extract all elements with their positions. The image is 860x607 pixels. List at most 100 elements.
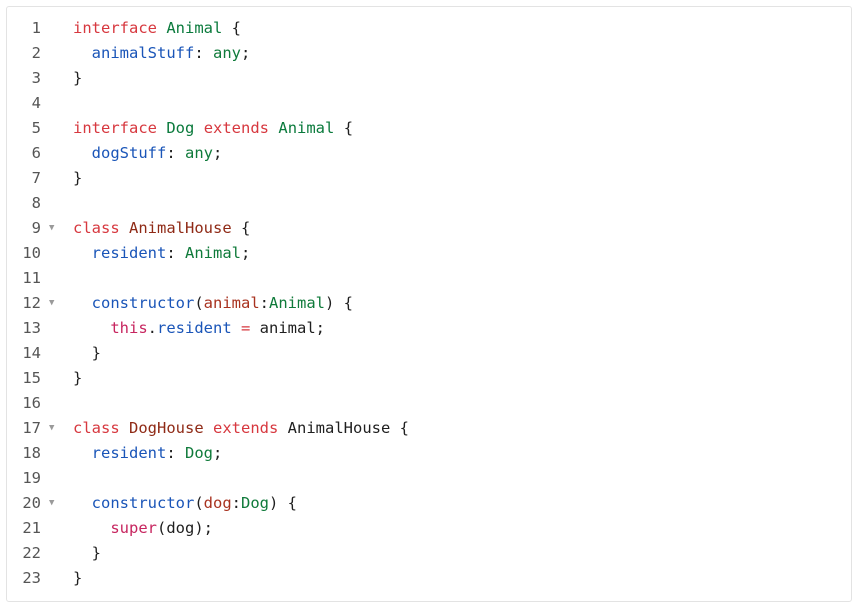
code-line[interactable]: 5 interface Dog extends Animal { xyxy=(7,116,851,141)
line-number: 4 xyxy=(31,94,41,112)
code-token: ; xyxy=(241,44,251,62)
code-line[interactable]: 11 xyxy=(7,266,851,291)
code-line[interactable]: 21 super(dog); xyxy=(7,516,851,541)
code-token: Animal xyxy=(278,119,335,137)
code-line[interactable]: 22 } xyxy=(7,541,851,566)
code-token: resident xyxy=(91,244,167,262)
code-token: (dog); xyxy=(157,519,213,537)
code-line[interactable]: 14 } xyxy=(7,341,851,366)
code-token: class xyxy=(73,219,120,237)
code-token: ; xyxy=(241,244,251,262)
code-token: ( xyxy=(194,294,204,312)
fold-arrow-icon[interactable]: ▼ xyxy=(49,498,55,508)
code-line[interactable]: 20▼ constructor(dog:Dog) { xyxy=(7,491,851,516)
code-token: } xyxy=(73,169,83,187)
line-number: 23 xyxy=(22,569,41,587)
code-text: constructor(animal:Animal) { xyxy=(73,291,353,316)
code-text: } xyxy=(73,541,101,566)
code-line[interactable]: 7} xyxy=(7,166,851,191)
line-number: 19 xyxy=(22,469,41,487)
code-token: DogHouse xyxy=(129,419,204,437)
code-token: } xyxy=(73,69,83,87)
code-line[interactable]: 4 xyxy=(7,91,851,116)
line-number: 22 xyxy=(22,544,41,562)
code-token: : xyxy=(194,44,213,62)
fold-arrow-icon[interactable]: ▼ xyxy=(49,223,55,233)
code-token: : xyxy=(166,444,185,462)
code-text: interface Dog extends Animal { xyxy=(73,116,353,141)
code-token: Dog xyxy=(166,119,195,137)
code-token xyxy=(73,519,110,537)
code-text: } xyxy=(73,166,82,191)
code-line[interactable]: 8 xyxy=(7,191,851,216)
code-line[interactable]: 9 ▼ class AnimalHouse { xyxy=(7,216,851,241)
line-number: 6 xyxy=(31,144,41,162)
line-number: 10 xyxy=(22,244,41,262)
fold-arrow-icon[interactable]: ▼ xyxy=(49,298,55,308)
code-text: constructor(dog:Dog) { xyxy=(73,491,297,516)
code-text: class AnimalHouse { xyxy=(73,216,250,241)
code-token: } xyxy=(73,369,83,387)
code-token xyxy=(232,319,241,337)
code-text: super(dog); xyxy=(73,516,213,541)
code-line[interactable]: 17▼class DogHouse extends AnimalHouse { xyxy=(7,416,851,441)
code-token: extends xyxy=(213,419,279,437)
code-line[interactable]: 18 resident: Dog; xyxy=(7,441,851,466)
code-line[interactable]: 13 this.resident = animal; xyxy=(7,316,851,341)
code-line[interactable]: 6 dogStuff: any; xyxy=(7,141,851,166)
code-token: . xyxy=(147,319,157,337)
code-token xyxy=(157,19,166,37)
line-number: 5 xyxy=(31,119,41,137)
code-token: this xyxy=(110,319,148,337)
code-text: } xyxy=(73,566,82,591)
line-number: 14 xyxy=(22,344,41,362)
line-number: 9 xyxy=(31,219,41,237)
code-line[interactable]: 12▼ constructor(animal:Animal) { xyxy=(7,291,851,316)
code-token xyxy=(73,294,92,312)
line-number: 7 xyxy=(31,169,41,187)
line-number: 3 xyxy=(31,69,41,87)
code-token: Dog xyxy=(241,494,270,512)
code-token xyxy=(73,144,92,162)
code-line[interactable]: 23} xyxy=(7,566,851,591)
code-text: dogStuff: any; xyxy=(73,141,223,166)
code-token: : xyxy=(231,494,242,512)
code-token: constructor xyxy=(91,294,195,312)
code-token: { xyxy=(222,19,242,37)
code-token: animal; xyxy=(250,319,325,337)
code-token: Animal xyxy=(166,19,223,37)
line-number: 11 xyxy=(22,269,41,287)
code-line[interactable]: 2 animalStuff: any; xyxy=(7,41,851,66)
code-token xyxy=(120,219,129,237)
line-number: 8 xyxy=(31,194,41,212)
code-token xyxy=(73,44,92,62)
code-token: super xyxy=(110,519,157,537)
line-number: 16 xyxy=(22,394,41,412)
code-text: resident: Animal; xyxy=(73,241,251,266)
code-token xyxy=(73,244,92,262)
fold-arrow-icon[interactable]: ▼ xyxy=(49,423,55,433)
code-token: animalStuff xyxy=(91,44,195,62)
code-token: } xyxy=(73,344,101,362)
code-token: animal xyxy=(203,294,260,312)
code-line[interactable]: 3} xyxy=(7,66,851,91)
code-token: Dog xyxy=(185,444,213,462)
code-token: : xyxy=(166,244,185,262)
code-token: extends xyxy=(203,119,270,137)
line-number: 2 xyxy=(31,44,41,62)
code-token: ( xyxy=(194,494,204,512)
code-text: class DogHouse extends AnimalHouse { xyxy=(73,416,409,441)
code-line[interactable]: 19 xyxy=(7,466,851,491)
code-token xyxy=(73,494,92,512)
code-token xyxy=(204,419,213,437)
line-number: 13 xyxy=(22,319,41,337)
code-token xyxy=(73,319,110,337)
code-line[interactable]: 15} xyxy=(7,366,851,391)
code-line[interactable]: 16 xyxy=(7,391,851,416)
code-token: { xyxy=(334,119,354,137)
code-token xyxy=(157,119,166,137)
code-line[interactable]: 10 resident: Animal; xyxy=(7,241,851,266)
